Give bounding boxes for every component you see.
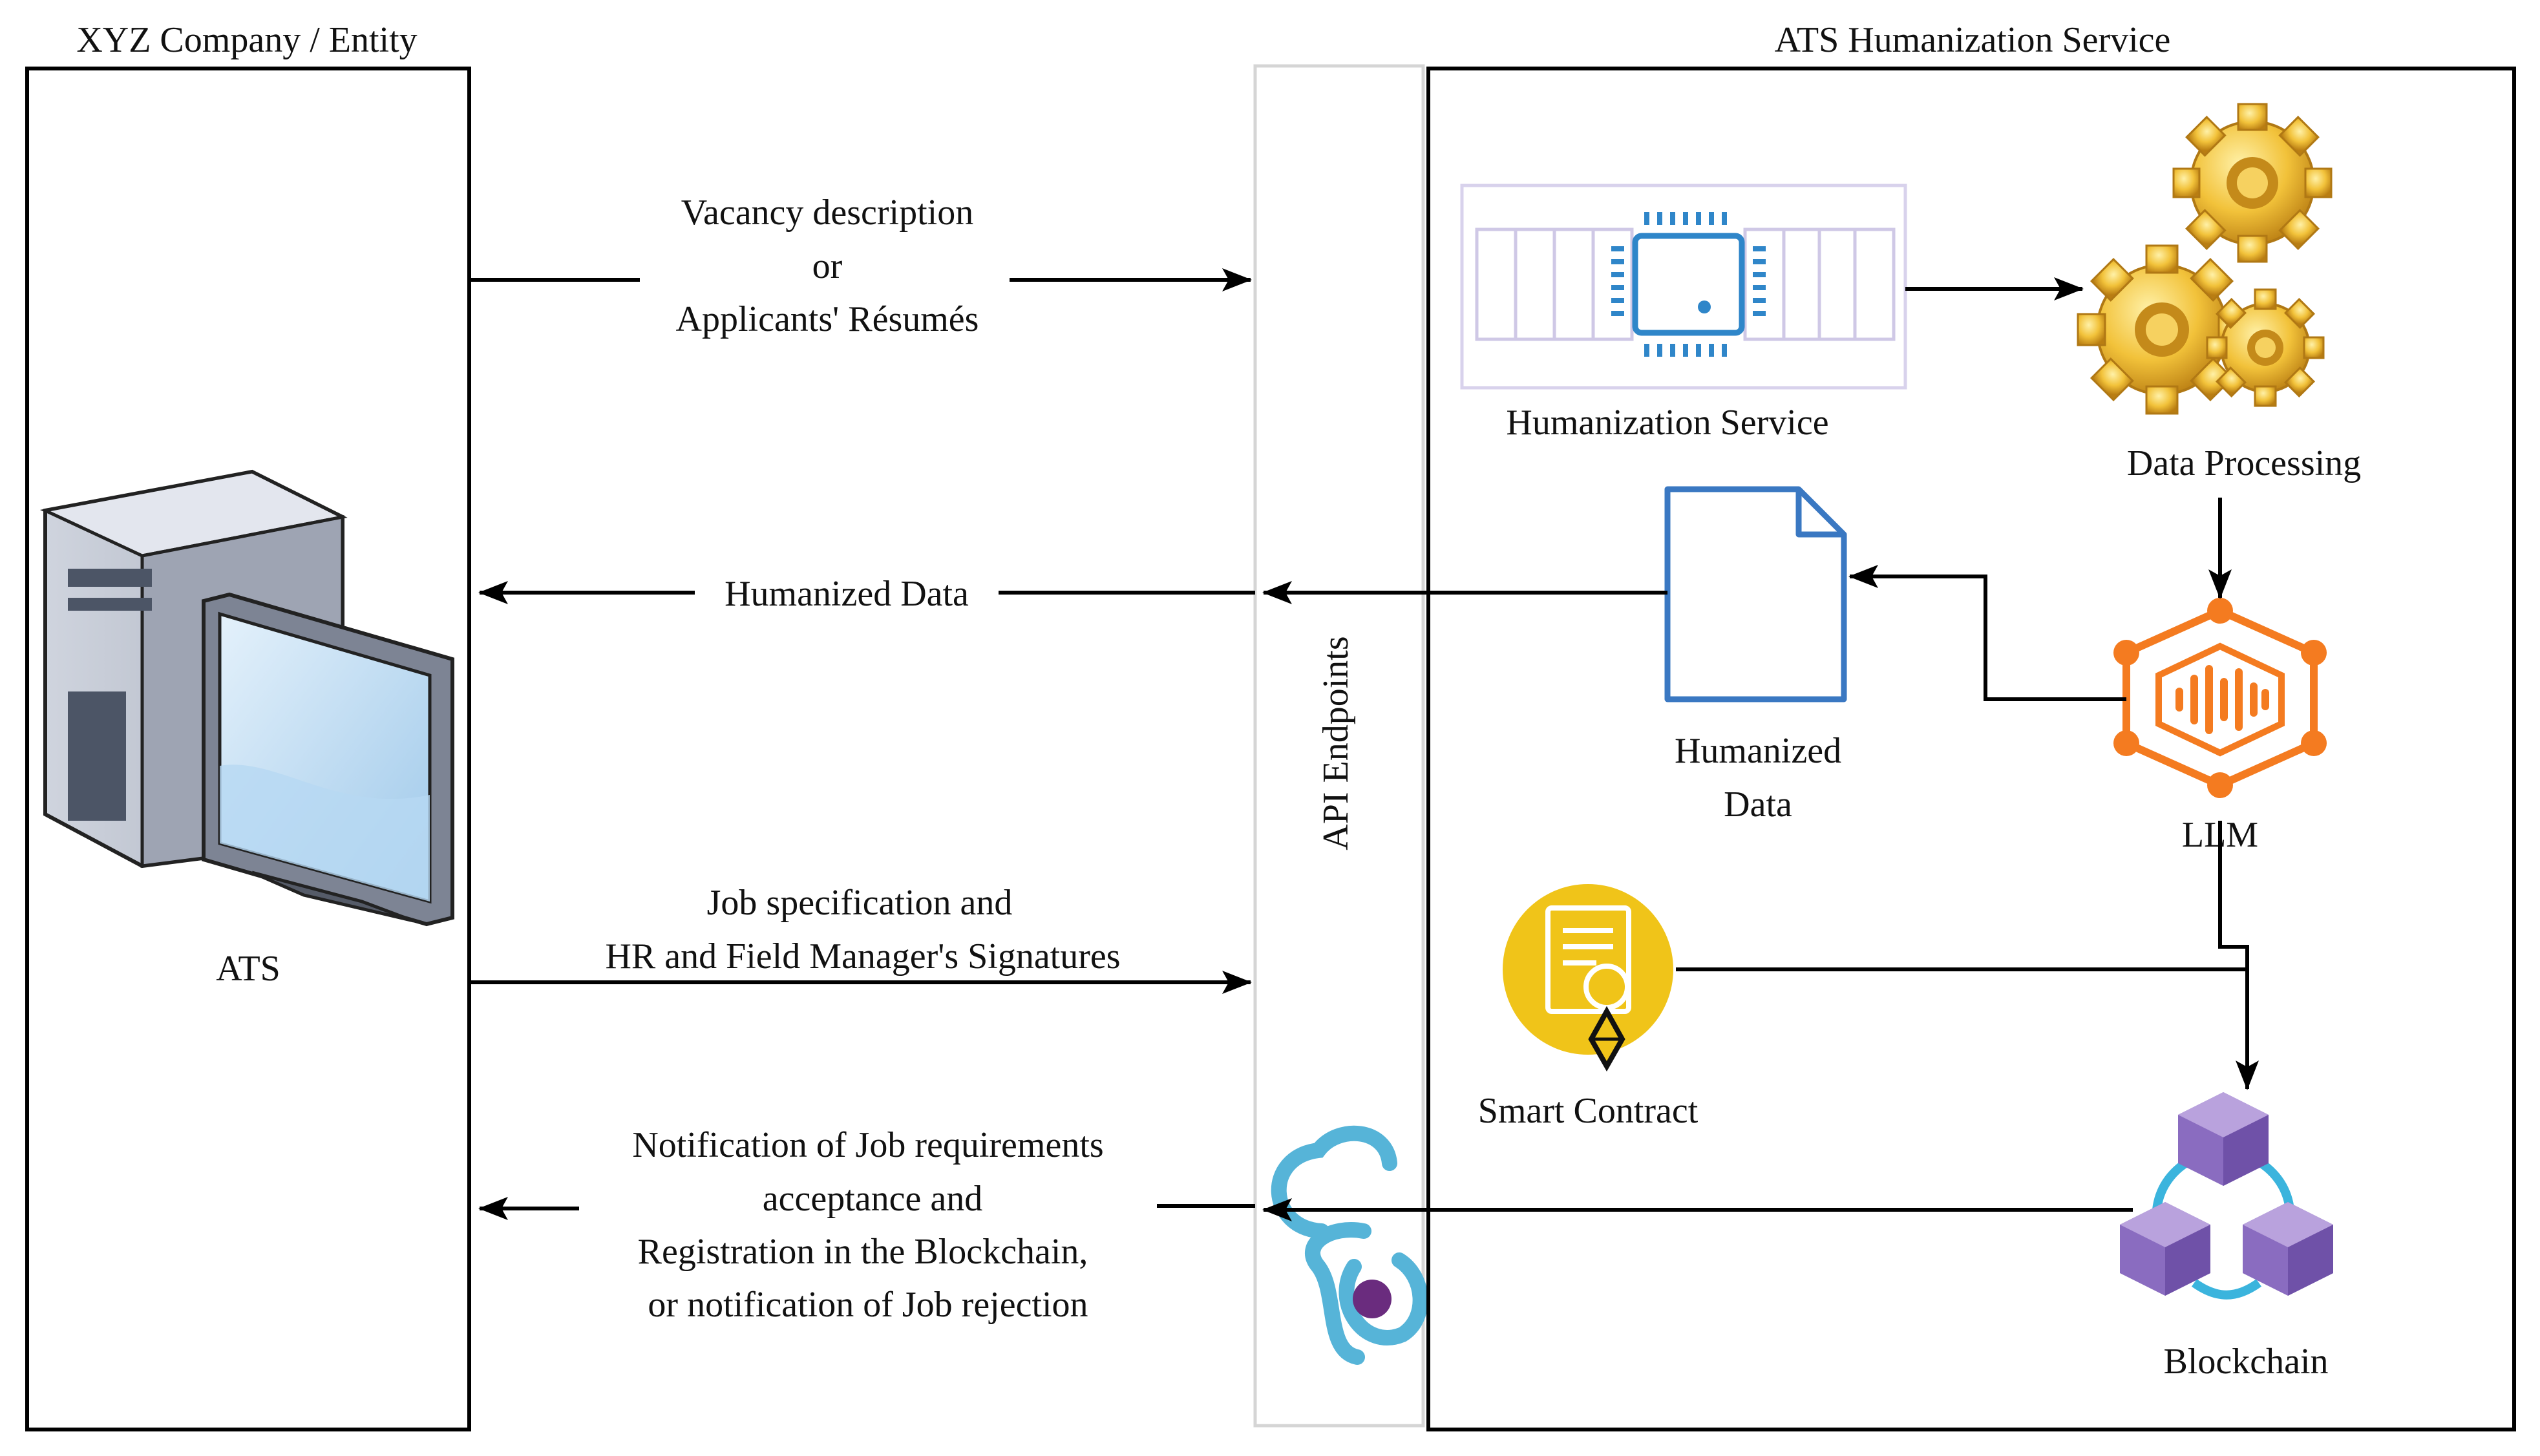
ats-label: ATS (216, 949, 280, 989)
api-endpoints-label: API Endpoints (1316, 636, 1356, 850)
flow-request-label-line2: or (812, 246, 843, 286)
connector-llm-to-document (1848, 565, 2126, 701)
data-processing-label: Data Processing (2127, 443, 2361, 483)
flow-notification-label-line2: acceptance and (763, 1179, 982, 1219)
right-panel-title: ATS Humanization Service (1775, 20, 2171, 60)
flow-notification-label-line3: Registration in the Blockchain, (638, 1232, 1088, 1272)
flow-request-label-line1: Vacancy description (681, 193, 973, 233)
right-panel-box (1426, 67, 2516, 1431)
humanized-data-label-line1: Humanized (1675, 731, 1841, 771)
flow-humanized-return-label: Humanized Data (725, 574, 969, 614)
gears-icon (2077, 103, 2333, 415)
left-panel-title: XYZ Company / Entity (76, 20, 417, 60)
humanization-service-label: Humanization Service (1506, 403, 1828, 443)
flow-request-label-line3: Applicants' Résumés (676, 299, 979, 339)
smart-contract-label: Smart Contract (1478, 1091, 1699, 1131)
flow-job-spec-label-line2: HR and Field Manager's Signatures (605, 936, 1120, 976)
document-icon (1664, 486, 1847, 702)
connector-llm-to-blockchain (2218, 821, 2259, 1090)
flow-job-spec-label-line1: Job specification and (707, 883, 1013, 923)
blockchain-label: Blockchain (2163, 1342, 2328, 1382)
computer-icon (39, 469, 454, 927)
llm-icon (2113, 598, 2327, 798)
flow-notification (478, 1197, 2133, 1221)
blockchain-icon (2120, 1092, 2333, 1300)
left-panel-box (25, 67, 471, 1431)
humanized-data-label-line2: Data (1724, 785, 1792, 825)
flow-notification-label-line1: Notification of Job requirements (632, 1125, 1103, 1165)
flow-notification-label-line4: or notification of Job rejection (648, 1285, 1088, 1325)
humanization-service-icon (1460, 184, 1907, 390)
smart-contract-icon (1503, 884, 1673, 1072)
